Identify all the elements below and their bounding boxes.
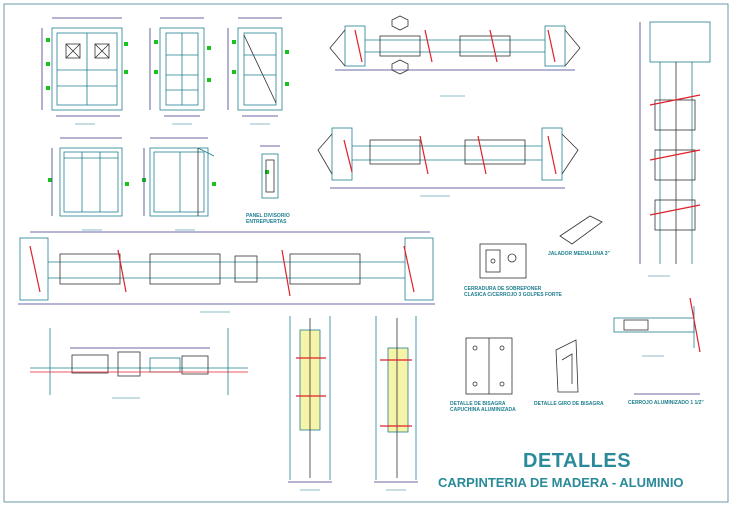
- window-elevation-2: [143, 137, 215, 217]
- panel-divisorio-line2: ENTREPUERTAS: [246, 219, 287, 225]
- panel-divisorio-label: PANEL DIVISORIO ENTREPUERTAS: [246, 213, 290, 225]
- giro-bisagra-label: DETALLE GIRO DE BISAGRA: [534, 401, 604, 407]
- section-mid-center: [317, 127, 579, 189]
- sheet-subtitle: CARPINTERIA DE MADERA - ALUMINIO: [438, 475, 684, 490]
- vertical-section-1: [288, 316, 332, 483]
- hinge-detail: [465, 337, 513, 395]
- bolt-detail: [613, 306, 700, 395]
- cerradura-line2: CLASICA C/CERROJO 3 GOLPES FORTE: [464, 292, 562, 298]
- section-captions: [75, 95, 670, 491]
- door-elevation-1: [41, 17, 123, 117]
- bisagra-label: DETALLE DE BISAGRA CAPUCHINA ALUMINIZADA: [450, 401, 516, 413]
- cerrojo-label: CERROJO ALUMINIZADO 1 1/2": [628, 400, 704, 406]
- cerradura-line1: CERRADURA DE SOBREPONER: [464, 286, 542, 292]
- panel-divisorio: [260, 145, 280, 199]
- window-elevation-1: [51, 137, 123, 217]
- door-elevation-3: [227, 17, 283, 117]
- section-bottom-left: [30, 328, 248, 395]
- panel-divisorio-line1: PANEL DIVISORIO: [246, 213, 290, 219]
- green-dimension-marks: [46, 38, 289, 186]
- jalador-label: JALADOR MEDIALUNA 3": [548, 251, 610, 257]
- sheet-title: DETALLES: [523, 450, 632, 472]
- sheet-border: [3, 3, 729, 503]
- hinge-rotation-detail: [555, 339, 579, 393]
- cerradura-label: CERRADURA DE SOBREPONER CLASICA C/CERROJ…: [464, 286, 562, 298]
- bisagra-line1: DETALLE DE BISAGRA: [450, 401, 506, 407]
- bisagra-line2: CAPUCHINA ALUMINIZADA: [450, 407, 516, 413]
- cut-markers: [29, 29, 701, 427]
- section-long-horizontal: [18, 231, 435, 305]
- pull-handle-detail: [559, 215, 603, 245]
- vertical-section-2: [374, 316, 418, 483]
- lock-detail: [479, 243, 527, 279]
- vertical-section-right: [639, 21, 711, 264]
- section-top-center: [329, 15, 581, 75]
- door-elevation-2: [149, 17, 205, 117]
